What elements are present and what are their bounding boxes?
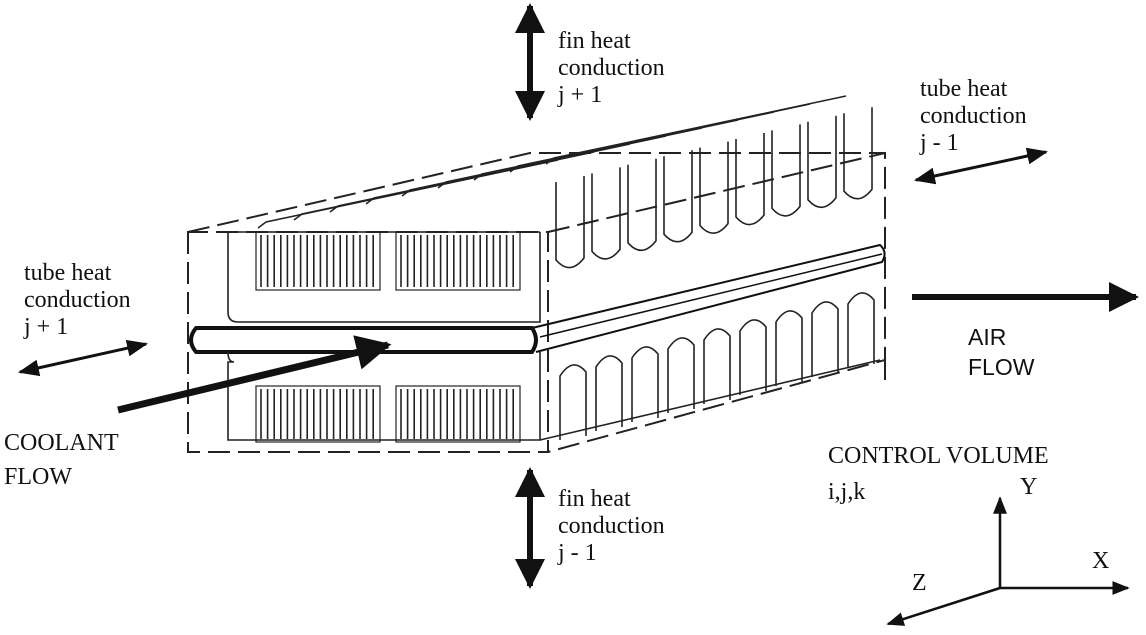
tube-heat-arrow-right — [913, 147, 1049, 185]
louver-frame — [255, 385, 381, 443]
louver-frame — [395, 385, 521, 443]
fin-ridge — [329, 143, 631, 213]
fin-arch-lower — [703, 328, 731, 404]
y-axis-label: Y — [1020, 474, 1038, 500]
fin-arch-upper — [735, 133, 765, 226]
fin-arch-lower — [811, 301, 839, 377]
fin-arch-upper — [627, 158, 657, 252]
lower-fin-block — [227, 351, 881, 441]
fin-arch-lower — [559, 364, 587, 440]
fin-arch-lower — [847, 292, 875, 368]
fin-arch-lower — [739, 319, 767, 395]
fin-arch-lower — [631, 346, 659, 422]
z-axis-line — [886, 586, 1001, 626]
fin-arch-lower — [667, 337, 695, 413]
fin-arch-upper — [663, 150, 693, 243]
louver-frame — [395, 231, 521, 291]
fin-arch-upper — [843, 107, 873, 200]
tube-heat-arrow-left — [17, 339, 149, 377]
fin-louvers — [255, 231, 521, 443]
louver-frame — [255, 231, 381, 291]
fin-arch-upper — [591, 167, 621, 260]
upper-fin-ridges — [257, 95, 847, 229]
fin-arch-upper — [807, 115, 837, 209]
x-axis-label: X — [1092, 548, 1110, 574]
fin-arch-lower — [775, 310, 803, 386]
fin-arches — [555, 107, 875, 440]
z-axis-label: Z — [912, 570, 927, 596]
fin-ridge — [365, 135, 667, 205]
axis-triad — [886, 496, 1130, 626]
coolant-flow-arrow — [117, 335, 392, 414]
control-volume-box — [187, 151, 886, 453]
flat-tube — [189, 243, 886, 354]
fin-arch-upper — [699, 141, 729, 234]
fin-ridge — [545, 95, 847, 165]
fin-arch-lower — [595, 355, 623, 431]
fin-arch-upper — [771, 124, 801, 217]
fin-arch-upper — [555, 176, 585, 269]
